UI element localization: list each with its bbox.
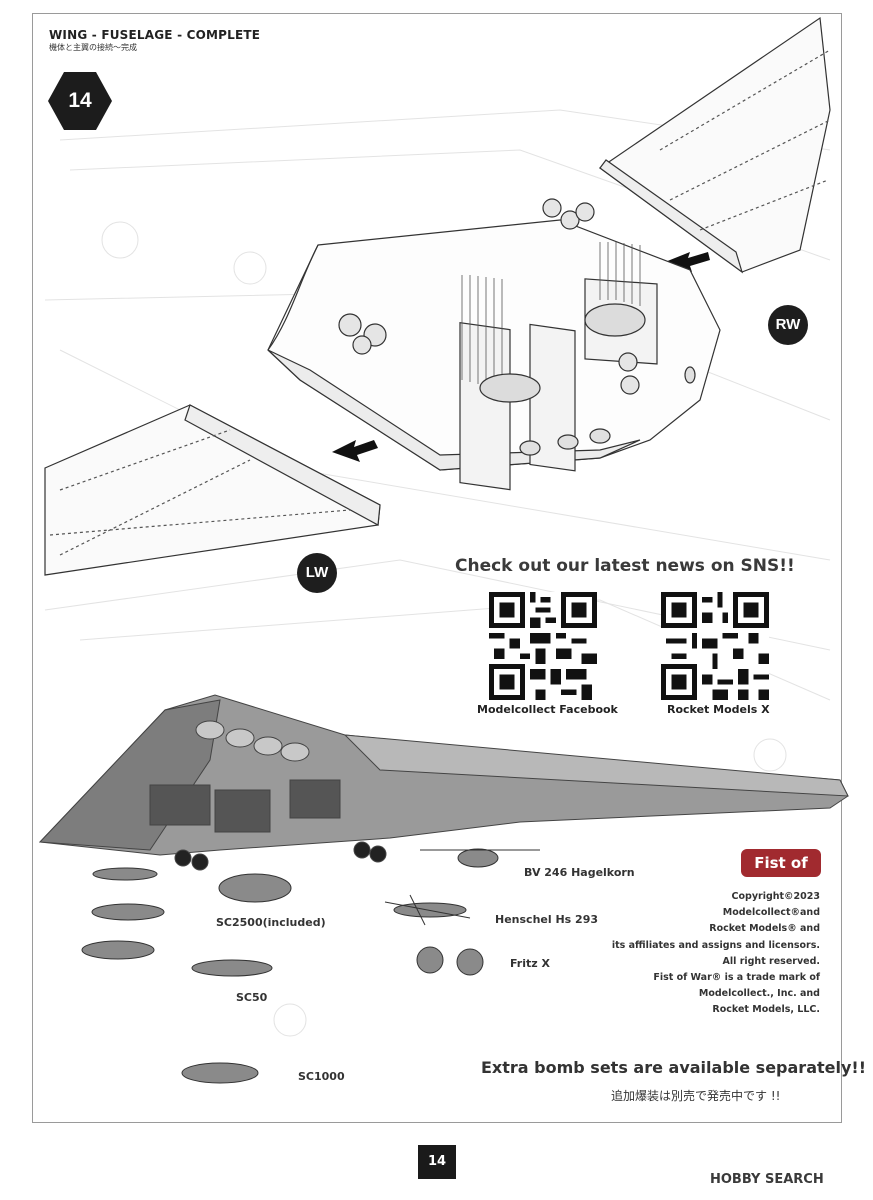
copyright-line: All right reserved. (722, 955, 820, 967)
right-wing-part (598, 16, 831, 274)
extra-bomb-notice-jp: 追加爆装は別売で発売中です !! (611, 1089, 781, 1103)
copyright-line: Rocket Models® and (709, 923, 820, 935)
weapons-group (81, 848, 540, 1084)
bomb-small-1 (92, 867, 158, 881)
lw-badge: LW (297, 553, 337, 593)
copyright-block: Copyright©2023 Modelcollect®and Rocket M… (612, 889, 820, 1019)
qr-code-x[interactable] (661, 592, 769, 700)
completed-aircraft (38, 694, 849, 871)
page-number: 14 (418, 1145, 456, 1179)
section-subtitle: 機体と主翼の接続〜完成 (49, 43, 137, 52)
fritzx-2 (456, 948, 484, 976)
qr-code-facebook[interactable] (489, 592, 597, 700)
extra-bomb-notice: Extra bomb sets are available separately… (481, 1058, 866, 1077)
copyright-line: Copyright©2023 (731, 891, 820, 902)
label-sc1000: SC1000 (298, 1070, 345, 1083)
right-wing-arrow (665, 252, 710, 272)
copyright-line: Rocket Models, LLC. (712, 1004, 820, 1016)
label-bv246: BV 246 Hagelkorn (524, 866, 635, 879)
copyright-line: Modelcollect®and (722, 907, 820, 919)
copyright-line: its affiliates and assigns and licensors… (611, 939, 820, 951)
qr-label-x: Rocket Models X (667, 703, 770, 716)
copyright-line: Fist of War® is a trade mark of (653, 972, 820, 984)
left-wing-arrow (332, 440, 378, 462)
section-title: WING - FUSELAGE - COMPLETE (49, 28, 261, 42)
label-sc2500: SC2500(included) (216, 916, 326, 929)
bv246-bomb (457, 848, 499, 868)
bomb-small-3 (81, 940, 155, 960)
watermark: HOBBY SEARCH (710, 1172, 824, 1187)
sns-heading: Check out our latest news on SNS!! (455, 556, 795, 576)
sc50-bomb-rack (191, 959, 273, 977)
left-wing-part (44, 404, 381, 576)
page-frame (32, 13, 842, 1123)
label-fritzx: Fritz X (510, 957, 550, 970)
step-number: 14 (68, 89, 92, 112)
copyright-line: Modelcollect., Inc. and (698, 988, 820, 1000)
rw-badge: RW (768, 305, 808, 345)
bomb-small-2 (91, 903, 165, 921)
center-fuselage-part (267, 198, 721, 491)
sc1000-bomb (181, 1062, 259, 1084)
step-badge: 14 (47, 70, 113, 132)
qr-label-facebook: Modelcollect Facebook (477, 703, 618, 716)
fritzx-1 (416, 946, 444, 974)
sc2500-bomb (218, 873, 292, 903)
label-sc50: SC50 (236, 991, 268, 1004)
fist-of-war-logo: Fist of War (741, 849, 821, 900)
label-hs293: Henschel Hs 293 (495, 913, 599, 926)
